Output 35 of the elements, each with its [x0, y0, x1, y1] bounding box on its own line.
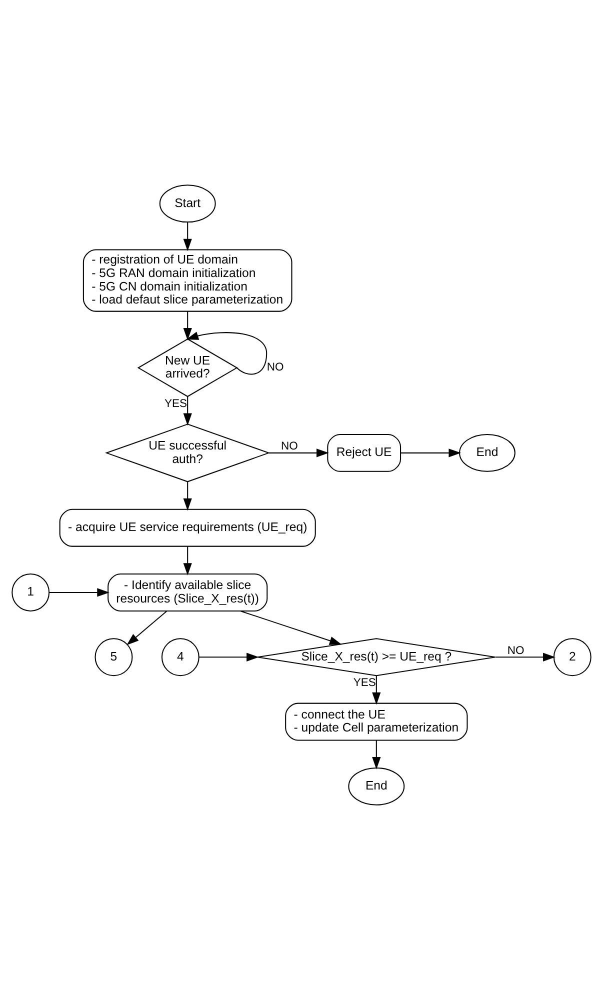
arrow — [372, 740, 381, 769]
arrow — [268, 448, 329, 457]
node-box: - acquire UE service requirements (UE_req) — [59, 508, 316, 546]
node-circle: 2 — [553, 638, 592, 676]
edge-label: YES — [164, 398, 188, 410]
arrow — [49, 588, 110, 596]
node-circle: 5 — [94, 638, 133, 676]
arrow — [183, 481, 192, 510]
edge-label: NO — [280, 440, 298, 452]
arrow — [183, 546, 192, 575]
arrow — [183, 310, 192, 340]
node-circle: 1 — [12, 573, 50, 611]
edge-label: NO — [266, 361, 284, 374]
arrow — [240, 610, 342, 644]
arrow — [183, 396, 192, 426]
node-diamond: New UE arrived? — [137, 338, 238, 397]
node-ellipse: End — [348, 766, 405, 805]
arrow — [372, 675, 381, 704]
arrow — [495, 652, 556, 661]
node-diamond: Slice_X_res(t) >= UE_req ? — [257, 638, 496, 676]
node-box: Reject UE — [327, 433, 402, 472]
node-box: - registration of UE domain - 5G RAN domain initialization - 5G CN domain initialization - load defaut slice parameterization — [82, 248, 292, 312]
node-circle: 4 — [161, 638, 200, 676]
node-box: - Identify available slice resources (Slice_X_res(t)) — [108, 573, 268, 611]
arrow — [126, 610, 167, 645]
node-ellipse: End — [459, 433, 516, 472]
arrow — [400, 448, 462, 457]
edge-label: NO — [507, 644, 524, 656]
edge-label: YES — [353, 676, 376, 689]
node-box: - connect the UE - update Cell parameterization — [285, 702, 468, 740]
node-ellipse: Start — [159, 184, 216, 222]
arrow — [186, 331, 268, 374]
arrow — [183, 222, 192, 251]
node-diamond: UE successful auth? — [105, 423, 270, 482]
arrow — [199, 652, 259, 661]
